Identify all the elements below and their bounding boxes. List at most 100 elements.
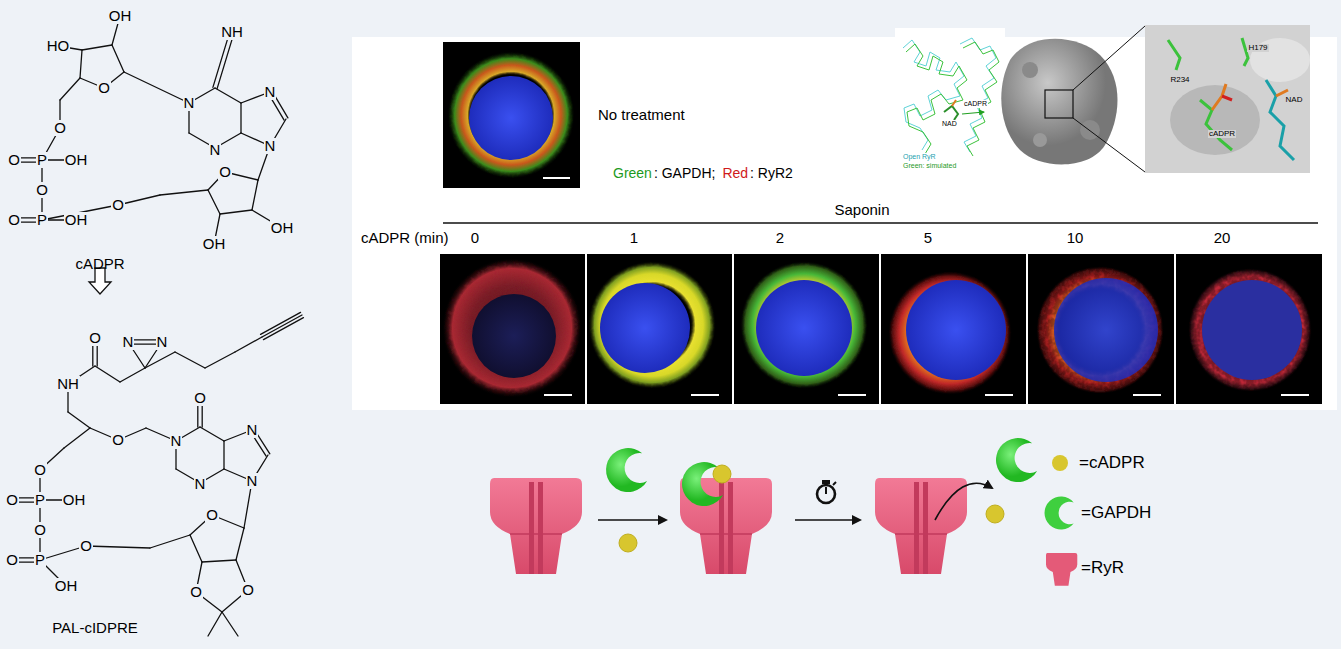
chemical-bonds xyxy=(240,103,241,133)
protein-model xyxy=(1073,118,1145,172)
micrograph-row xyxy=(1176,254,1322,404)
chemical-bonds xyxy=(150,535,190,548)
atom-label: O xyxy=(189,584,203,601)
atom-label: HO xyxy=(46,38,71,55)
micrograph-row xyxy=(442,258,582,398)
mechanism-scheme xyxy=(825,487,827,494)
atom-label: OH xyxy=(62,492,87,509)
atom-label: O xyxy=(218,164,232,181)
micrograph-row xyxy=(838,394,866,396)
time-point: 10 xyxy=(1066,230,1085,247)
mechanism-scheme xyxy=(598,519,666,521)
chemical-bonds xyxy=(236,528,244,560)
atom-label: OH xyxy=(270,220,295,237)
chemical-bonds xyxy=(217,33,234,89)
channel-legend: Green xyxy=(612,166,653,181)
atom-label: O xyxy=(88,330,102,347)
time-point: 2 xyxy=(775,230,785,247)
protein-model xyxy=(952,100,956,106)
atom-label: N xyxy=(264,138,277,155)
atom-label: NH xyxy=(220,24,244,41)
atom-label: N xyxy=(170,433,183,450)
chemical-bonds xyxy=(223,441,224,469)
ligand-label: cADPR xyxy=(963,100,988,108)
mechanism-scheme xyxy=(875,478,967,574)
mechanism-scheme xyxy=(795,519,860,521)
protein-model xyxy=(1080,120,1100,140)
micrograph-row xyxy=(588,261,716,389)
atom-label: OH xyxy=(202,236,227,253)
atom-label: N xyxy=(246,422,259,439)
bracket-line xyxy=(443,222,1318,223)
chemical-bonds xyxy=(252,180,258,210)
condition-label: No treatment xyxy=(597,107,686,124)
atom-label: O xyxy=(79,538,93,555)
chemical-bonds xyxy=(261,312,301,334)
micrograph-row xyxy=(440,254,1322,404)
micrograph-row xyxy=(1028,254,1174,404)
chemical-bonds xyxy=(86,546,150,548)
chemical-bonds xyxy=(190,535,202,562)
protein-model xyxy=(1001,39,1117,165)
legend-text: =RyR xyxy=(1080,559,1125,578)
micrograph-row xyxy=(1188,268,1312,392)
atom-label: N xyxy=(183,95,196,112)
chemical-bonds xyxy=(205,352,235,368)
atom-label: O xyxy=(193,390,207,407)
chemical-bonds xyxy=(124,72,189,103)
channel-legend: : RyR2 xyxy=(749,166,794,181)
atom-label: P xyxy=(34,492,46,509)
channel-legend: : GAPDH; xyxy=(653,166,716,181)
micrograph-row xyxy=(1054,278,1158,382)
mechanism-scheme xyxy=(935,483,992,520)
micrograph-row xyxy=(544,394,572,396)
atom-label: N xyxy=(194,476,207,493)
atom-label: O xyxy=(5,492,19,509)
protein-model xyxy=(1168,40,1180,70)
micrograph-row xyxy=(472,294,556,378)
atom-label: OH xyxy=(54,578,79,595)
protein-model xyxy=(944,106,958,120)
protein-model xyxy=(1022,62,1038,78)
atom-label: N xyxy=(264,84,277,101)
micrograph xyxy=(447,51,575,179)
chemical-bonds xyxy=(160,190,208,195)
micrograph xyxy=(443,42,580,188)
mechanism-scheme xyxy=(833,482,836,485)
time-point: 20 xyxy=(1213,230,1232,247)
micrograph-row xyxy=(691,394,719,396)
chemical-bonds xyxy=(80,50,82,78)
atom-label: O xyxy=(33,462,47,479)
mechanism-scheme xyxy=(490,435,1038,574)
protein-model xyxy=(1222,96,1232,100)
protein-model xyxy=(962,112,984,114)
chemical-bonds xyxy=(200,427,224,441)
atom-label: O xyxy=(241,582,255,599)
atom-label: O xyxy=(111,197,125,214)
atom-label: O xyxy=(97,80,111,97)
atom-label: P xyxy=(36,152,48,169)
time-point: 0 xyxy=(470,230,480,247)
micrograph-row xyxy=(1036,266,1164,394)
micrograph-row xyxy=(888,271,1012,395)
micrograph xyxy=(469,76,553,160)
atom-label: OH xyxy=(64,152,89,169)
model-caption: Green: simulated xyxy=(902,162,957,170)
micrograph xyxy=(443,42,580,188)
micrograph xyxy=(447,51,575,179)
legend-swatch xyxy=(1045,497,1074,530)
ligand-label: NAD xyxy=(941,120,958,128)
protein-model xyxy=(1170,85,1260,155)
micrograph-row xyxy=(1202,280,1302,380)
chemical-bonds xyxy=(145,352,175,368)
micrograph-row xyxy=(1188,268,1312,392)
chemical-bonds xyxy=(263,318,303,340)
residue-label: R234 xyxy=(1169,76,1190,85)
atom-label: N xyxy=(156,334,169,351)
legend-swatch xyxy=(1046,553,1077,586)
chemical-bonds xyxy=(82,45,112,50)
protein-model xyxy=(1266,80,1294,160)
atom-label: O xyxy=(205,507,219,524)
channel-legend: Red xyxy=(721,166,749,181)
